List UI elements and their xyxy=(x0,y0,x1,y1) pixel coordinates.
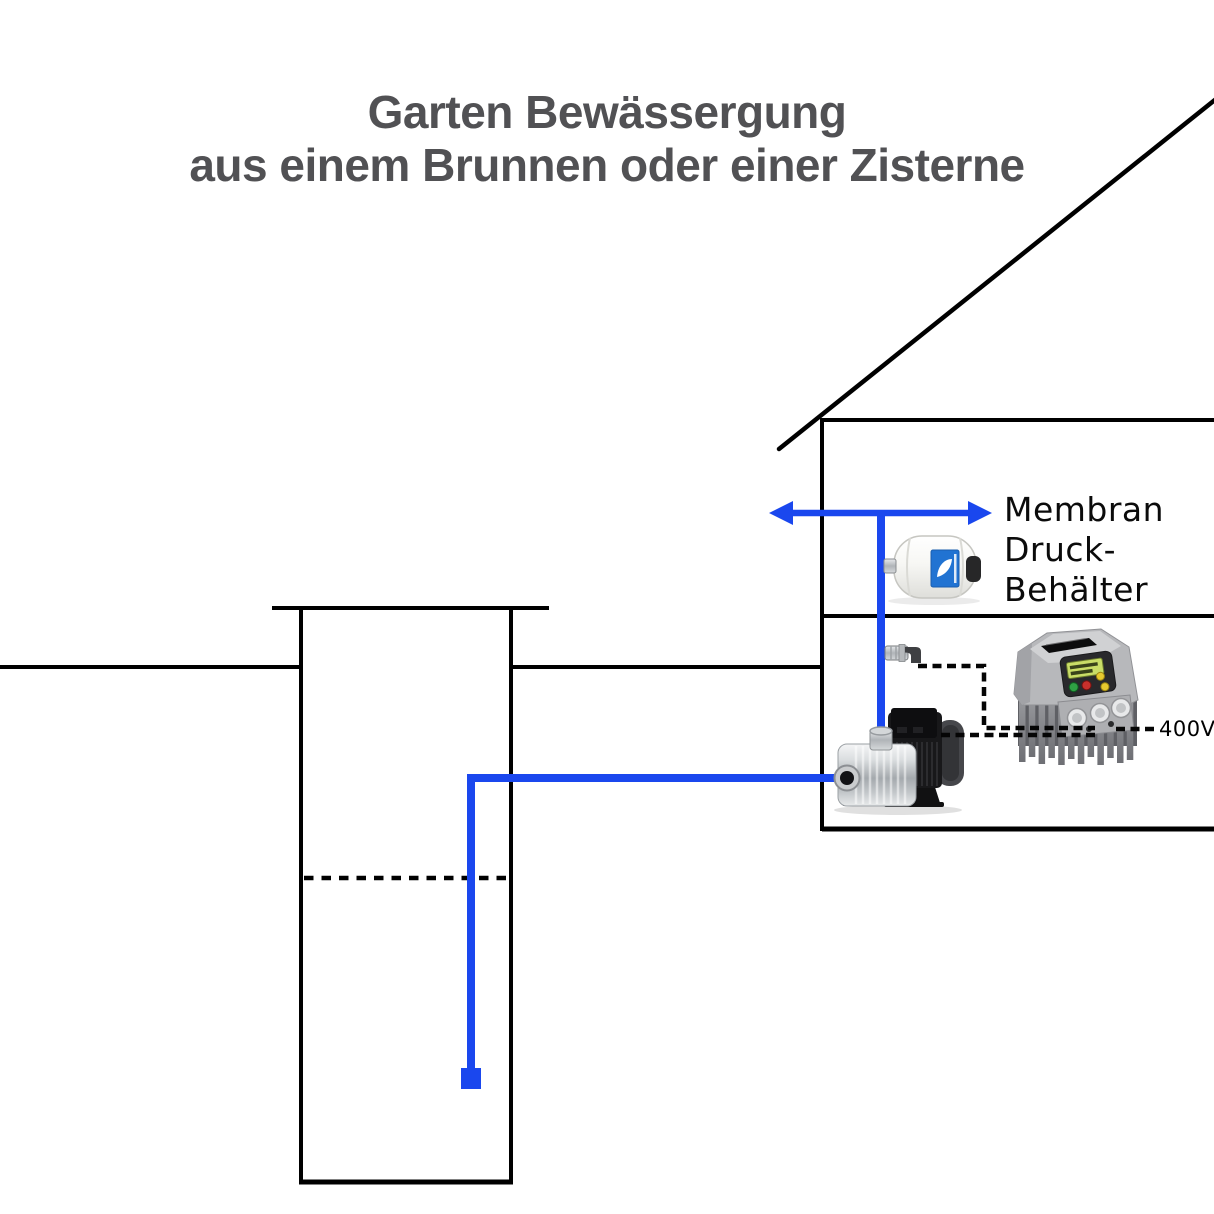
water-pipes xyxy=(461,511,896,1089)
sensor-signal-cable xyxy=(918,663,1095,731)
voltage-label: 400V xyxy=(1159,717,1214,741)
tank-label-line-1: Membran xyxy=(1004,490,1165,529)
flow-arrow xyxy=(769,501,992,525)
tank-label-line-2: Druck- xyxy=(1004,530,1117,569)
flow-arrow-head-right xyxy=(968,501,992,525)
controller-start-button xyxy=(1068,682,1079,693)
flow-arrow-head-left xyxy=(769,501,793,525)
controller-down-button xyxy=(1100,682,1110,692)
controller-image xyxy=(1013,628,1139,765)
title-line-1: Garten Bewässergung xyxy=(367,86,847,138)
controller-up-button xyxy=(1095,671,1105,681)
membrane-tank-image xyxy=(883,535,981,605)
pump-image xyxy=(833,708,964,815)
well-shaft xyxy=(272,606,549,1185)
controller-top-label xyxy=(1041,638,1097,653)
roof-line xyxy=(776,97,1214,452)
tank-end-cap xyxy=(966,556,981,582)
foot-valve xyxy=(461,1068,481,1089)
title-line-2: aus einem Brunnen oder einer Zisterne xyxy=(189,139,1025,191)
motor-terminal-box xyxy=(891,708,937,738)
tank-nipple xyxy=(883,558,897,574)
pressure-sensor-image xyxy=(884,644,921,663)
suction-pipe xyxy=(467,774,845,1070)
controller-stop-button xyxy=(1081,680,1092,691)
sensor-elbow xyxy=(905,647,921,663)
membrane-tank-label: Membran Druck- Behälter xyxy=(1004,490,1164,610)
controller-panel xyxy=(1059,650,1117,698)
cable-lines xyxy=(918,663,1157,738)
page-title: Garten Bewässergung aus einem Brunnen od… xyxy=(0,86,1214,192)
house-outline xyxy=(776,97,1214,832)
tank-label-line-3: Behälter xyxy=(1004,570,1149,609)
